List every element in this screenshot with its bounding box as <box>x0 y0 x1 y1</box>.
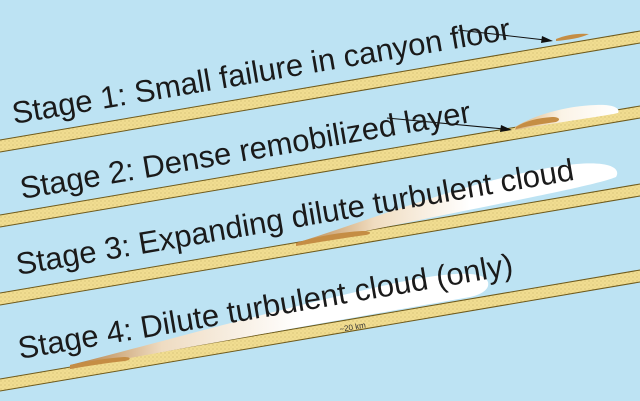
failure-scar <box>556 33 589 41</box>
pointer-arrow-line <box>386 117 505 130</box>
seafloor-bottom-edge <box>0 42 640 153</box>
seafloor-top-edge <box>0 30 640 141</box>
dense-layer <box>296 231 371 246</box>
dilute-turbulent-cloud <box>70 273 489 369</box>
scale-label: ~20 km <box>339 321 367 334</box>
seafloor-bottom-edge <box>0 195 640 306</box>
dense-layer <box>516 117 560 129</box>
pointer-arrow-line <box>457 29 546 41</box>
turbulent-cloud <box>296 163 618 246</box>
residual-deposit <box>70 357 130 369</box>
seafloor-bottom-edge <box>0 117 640 228</box>
seafloor-bottom-edge <box>0 281 640 392</box>
pointer-arrowhead <box>500 125 512 132</box>
pointer-arrowhead <box>541 36 553 43</box>
